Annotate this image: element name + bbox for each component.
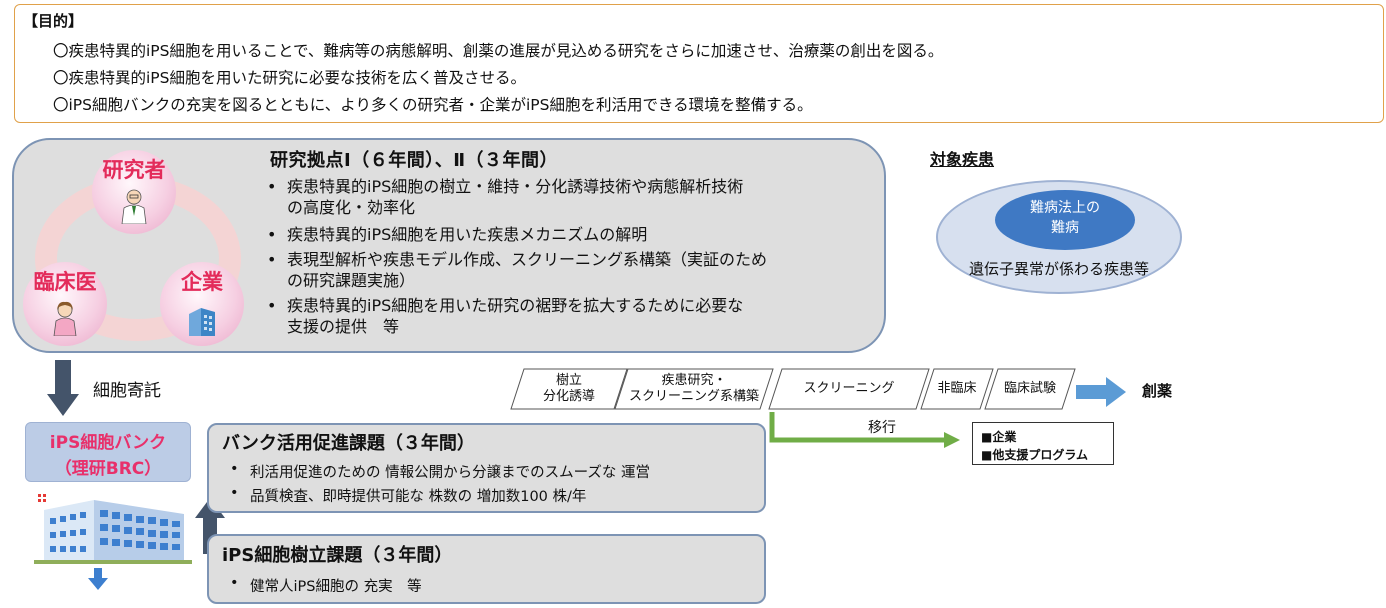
clinician-icon xyxy=(53,301,77,336)
researcher-icon xyxy=(121,189,147,224)
transfer-arrow xyxy=(769,412,960,448)
office-building-icon xyxy=(189,308,215,336)
destination-other-programs: ■他支援プログラム xyxy=(981,448,1088,462)
genetic-disease-label: 遺伝子異常が係わる疾患等 xyxy=(968,260,1149,278)
intractable-disease-ellipse xyxy=(995,190,1135,250)
clinician-label: 臨床医 xyxy=(33,270,97,294)
transfer-label: 移行 xyxy=(868,420,896,436)
pipeline-step-disease-research: 疾患研究・スクリーニング系構築 xyxy=(614,368,774,410)
clinician-circle: 臨床医 xyxy=(23,262,107,346)
pipeline-step-screening: スクリーニング xyxy=(768,368,930,410)
researcher-circle: 研究者 xyxy=(92,150,176,234)
hub-bullet-1: •疾患特異的iPS細胞の樹立・維持・分化誘導技術や病態解析技術の高度化・効率化 xyxy=(267,177,744,217)
bank-promotion-title: バンク活用促進課題（３年間） xyxy=(222,433,475,454)
establishment-bullet-1: •健常人iPS細胞の 充実 等 xyxy=(230,575,422,595)
pipeline-step-clinical-trial: 臨床試験 xyxy=(984,368,1076,410)
ips-establishment-title: iPS細胞樹立課題（３年間） xyxy=(222,545,453,566)
deposit-down-arrow xyxy=(47,360,79,416)
hub-title: 研究拠点Ⅰ（６年間）、Ⅱ（３年間） xyxy=(270,150,559,171)
destination-box: ■企業 ■他支援プログラム xyxy=(972,422,1114,465)
researcher-label: 研究者 xyxy=(102,158,166,182)
purpose-line-1: 〇疾患特異的iPS細胞を用いることで、難病等の病態解明、創薬の進展が見込める研究… xyxy=(53,42,944,60)
bank-bullet-1: •利活用促進のための 情報公開から分譲までのスムーズな 運営 xyxy=(230,461,650,481)
purpose-line-2: 〇疾患特異的iPS細胞を用いた研究に必要な技術を広く普及させる。 xyxy=(53,69,526,87)
target-disease-title: 対象疾患 xyxy=(930,150,995,169)
pipeline-step-establish: 樹立分化誘導 xyxy=(510,368,628,410)
company-label: 企業 xyxy=(181,270,223,294)
purpose-title: 【目的】 xyxy=(23,12,84,30)
destination-company: ■企業 xyxy=(981,430,1017,444)
pipeline-step-nonclinical: 非臨床 xyxy=(920,368,994,410)
purpose-box: 【目的】 〇疾患特異的iPS細胞を用いることで、難病等の病態解明、創薬の進展が見… xyxy=(14,4,1384,123)
drug-discovery-arrow xyxy=(1076,377,1126,407)
drug-discovery-label: 創薬 xyxy=(1142,382,1173,400)
cell-deposit-label: 細胞寄託 xyxy=(93,381,161,401)
ips-establishment-box xyxy=(207,534,766,604)
hub-bullet-3: •表現型解析や疾患モデル作成、スクリーニング系構築（実証のための研究課題実施） xyxy=(267,250,768,290)
hospital-building-icon xyxy=(34,491,192,590)
company-circle: 企業 xyxy=(160,262,244,346)
hub-bullet-2: •疾患特異的iPS細胞を用いた疾患メカニズムの解明 xyxy=(267,225,648,244)
ips-cell-bank-label: iPS細胞バンク （理研BRC） xyxy=(25,422,191,482)
intractable-disease-label: 難病法上の難病 xyxy=(1030,200,1100,236)
hub-bullet-4: •疾患特異的iPS細胞を用いた研究の裾野を拡大するために必要な支援の提供 等 xyxy=(267,296,744,336)
purpose-line-3: 〇iPS細胞バンクの充実を図るとともに、より多くの研究者・企業がiPS細胞を利活… xyxy=(53,96,813,114)
bank-promotion-box xyxy=(207,423,766,513)
bank-bullet-2: •品質検査、即時提供可能な 株数の 増加数100 株/年 xyxy=(230,485,587,505)
